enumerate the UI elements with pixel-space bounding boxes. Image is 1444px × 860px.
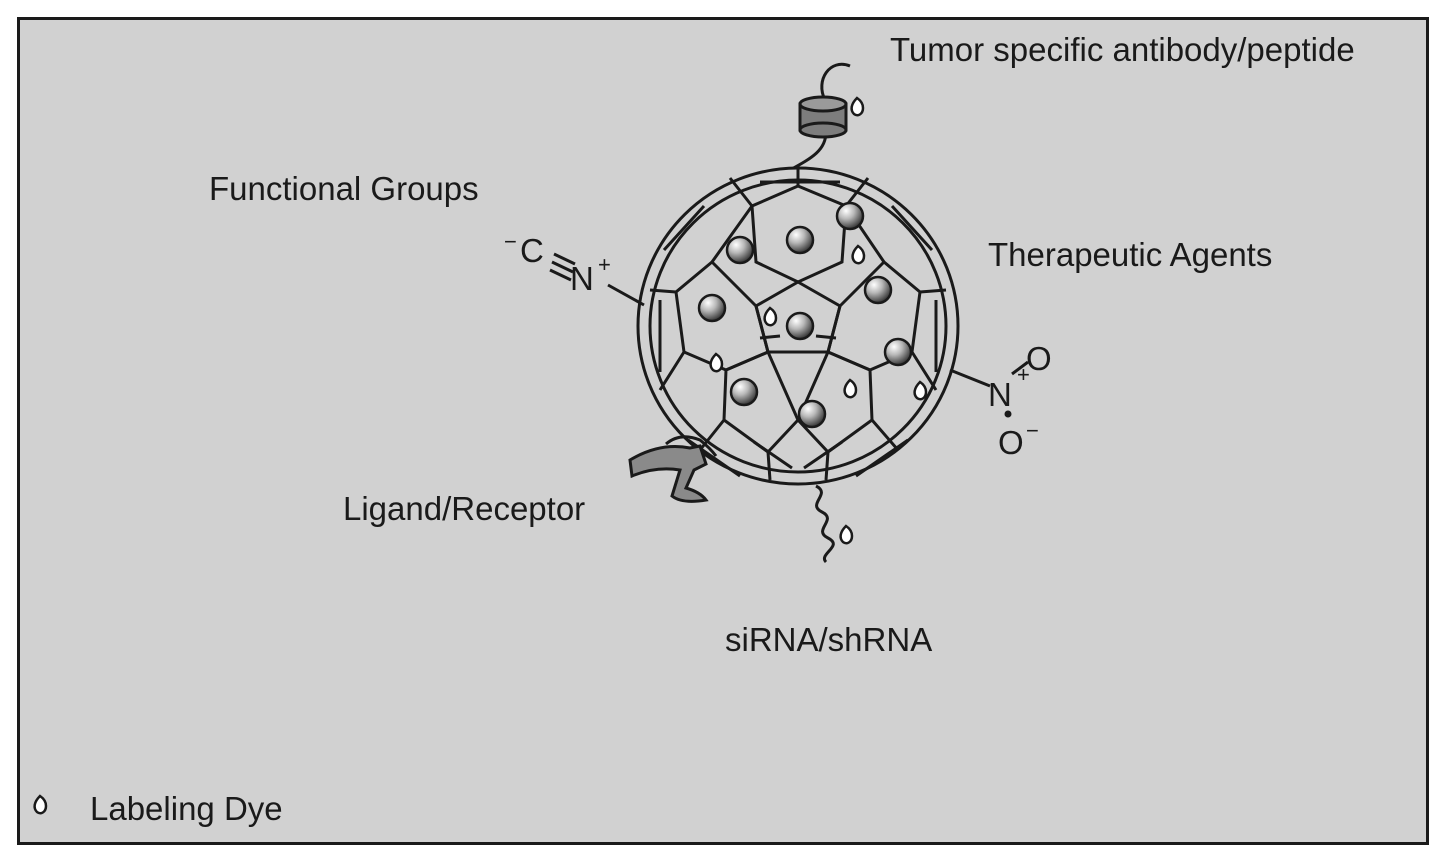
isocyanide-nitrogen: N	[570, 260, 594, 297]
nitro-minus: −	[1026, 418, 1039, 443]
nitro-plus: +	[1017, 362, 1030, 387]
therapeutic-spheres	[697, 201, 913, 429]
label-tumor-antibody: Tumor specific antibody/peptide	[890, 31, 1355, 68]
dye-drop-icon	[851, 244, 866, 265]
ligand-receptor-icon	[628, 435, 718, 503]
nitro-oxygen-bottom: O	[998, 424, 1024, 461]
drug-sphere	[835, 201, 865, 231]
label-functional-groups: Functional Groups	[209, 170, 479, 207]
drug-sphere	[697, 293, 727, 323]
isocyanide-minus: −	[504, 229, 517, 254]
dye-drop-icon	[850, 96, 865, 117]
drug-sphere	[729, 377, 759, 407]
nitro-bonds	[949, 360, 1029, 418]
drug-sphere	[863, 275, 893, 305]
dye-drop-icon	[913, 380, 928, 401]
dye-drop-icon	[763, 306, 778, 327]
isocyanide-bonds	[549, 252, 645, 307]
nitro-nitrogen: N	[988, 376, 1012, 413]
drug-sphere	[883, 337, 913, 367]
label-sirna-shrna: siRNA/shRNA	[725, 621, 933, 658]
drug-sphere	[785, 225, 815, 255]
label-ligand-receptor: Ligand/Receptor	[343, 490, 586, 527]
legend-dye-drop-icon	[33, 794, 48, 815]
isocyanide-carbon: C	[520, 232, 544, 269]
dye-drop-icon	[839, 524, 854, 545]
dye-drops	[709, 244, 928, 401]
sirna-strand	[815, 484, 835, 564]
drug-sphere	[785, 311, 815, 341]
antibody-icon	[798, 95, 848, 139]
label-labeling-dye: Labeling Dye	[90, 790, 283, 827]
dye-drop-icon	[843, 378, 858, 399]
label-therapeutic-agents: Therapeutic Agents	[988, 236, 1273, 273]
isocyanide-plus: +	[598, 252, 611, 277]
drug-sphere	[725, 235, 755, 265]
nitro-oxygen-top: O	[1026, 340, 1052, 377]
drug-sphere	[797, 399, 827, 429]
dye-drop-icon	[709, 352, 724, 373]
